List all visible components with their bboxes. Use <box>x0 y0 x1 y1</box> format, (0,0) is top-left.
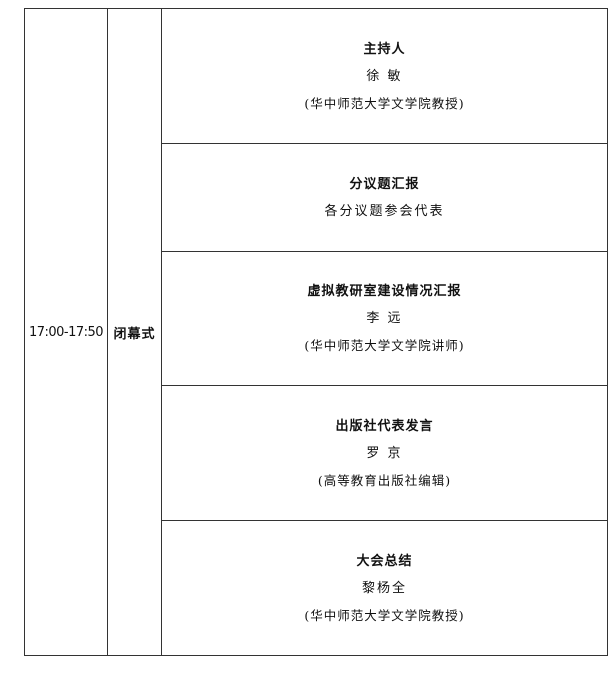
agenda-item-summary: 大会总结 黎杨全 (华中师范大学文学院教授) <box>162 521 607 655</box>
session-name: 闭幕式 <box>113 326 156 342</box>
item-title: 大会总结 <box>356 553 413 569</box>
item-affiliation: (华中师范大学文学院讲师) <box>304 338 465 353</box>
agenda-items: 主持人 徐 敏 (华中师范大学文学院教授) 分议题汇报 各分议题参会代表 虚拟教… <box>162 9 607 655</box>
item-title: 虚拟教研室建设情况汇报 <box>307 284 462 299</box>
session-cell: 闭幕式 <box>108 9 162 655</box>
item-person: 各分议题参会代表 <box>324 203 445 219</box>
agenda-item-subtopic-report: 分议题汇报 各分议题参会代表 <box>162 144 607 252</box>
item-person: 李 远 <box>366 311 403 326</box>
item-affiliation: (高等教育出版社编辑) <box>317 472 452 488</box>
agenda-item-host: 主持人 徐 敏 (华中师范大学文学院教授) <box>162 9 607 144</box>
item-title: 分议题汇报 <box>349 176 420 192</box>
time-range: 17:00-17:50 <box>28 324 104 340</box>
item-person: 罗 京 <box>366 445 403 461</box>
schedule-table: 17:00-17:50 闭幕式 主持人 徐 敏 (华中师范大学文学院教授) 分议… <box>24 8 608 656</box>
item-affiliation: (华中师范大学文学院教授) <box>304 95 465 111</box>
time-cell: 17:00-17:50 <box>25 9 108 655</box>
item-title: 主持人 <box>363 41 406 57</box>
item-affiliation: (华中师范大学文学院教授) <box>304 607 465 623</box>
agenda-item-publisher-speech: 出版社代表发言 罗 京 (高等教育出版社编辑) <box>162 386 607 521</box>
item-title: 出版社代表发言 <box>335 418 434 434</box>
agenda-item-virtual-lab-report: 虚拟教研室建设情况汇报 李 远 (华中师范大学文学院讲师) <box>162 252 607 386</box>
item-person: 徐 敏 <box>366 68 403 84</box>
item-person: 黎杨全 <box>361 580 407 596</box>
